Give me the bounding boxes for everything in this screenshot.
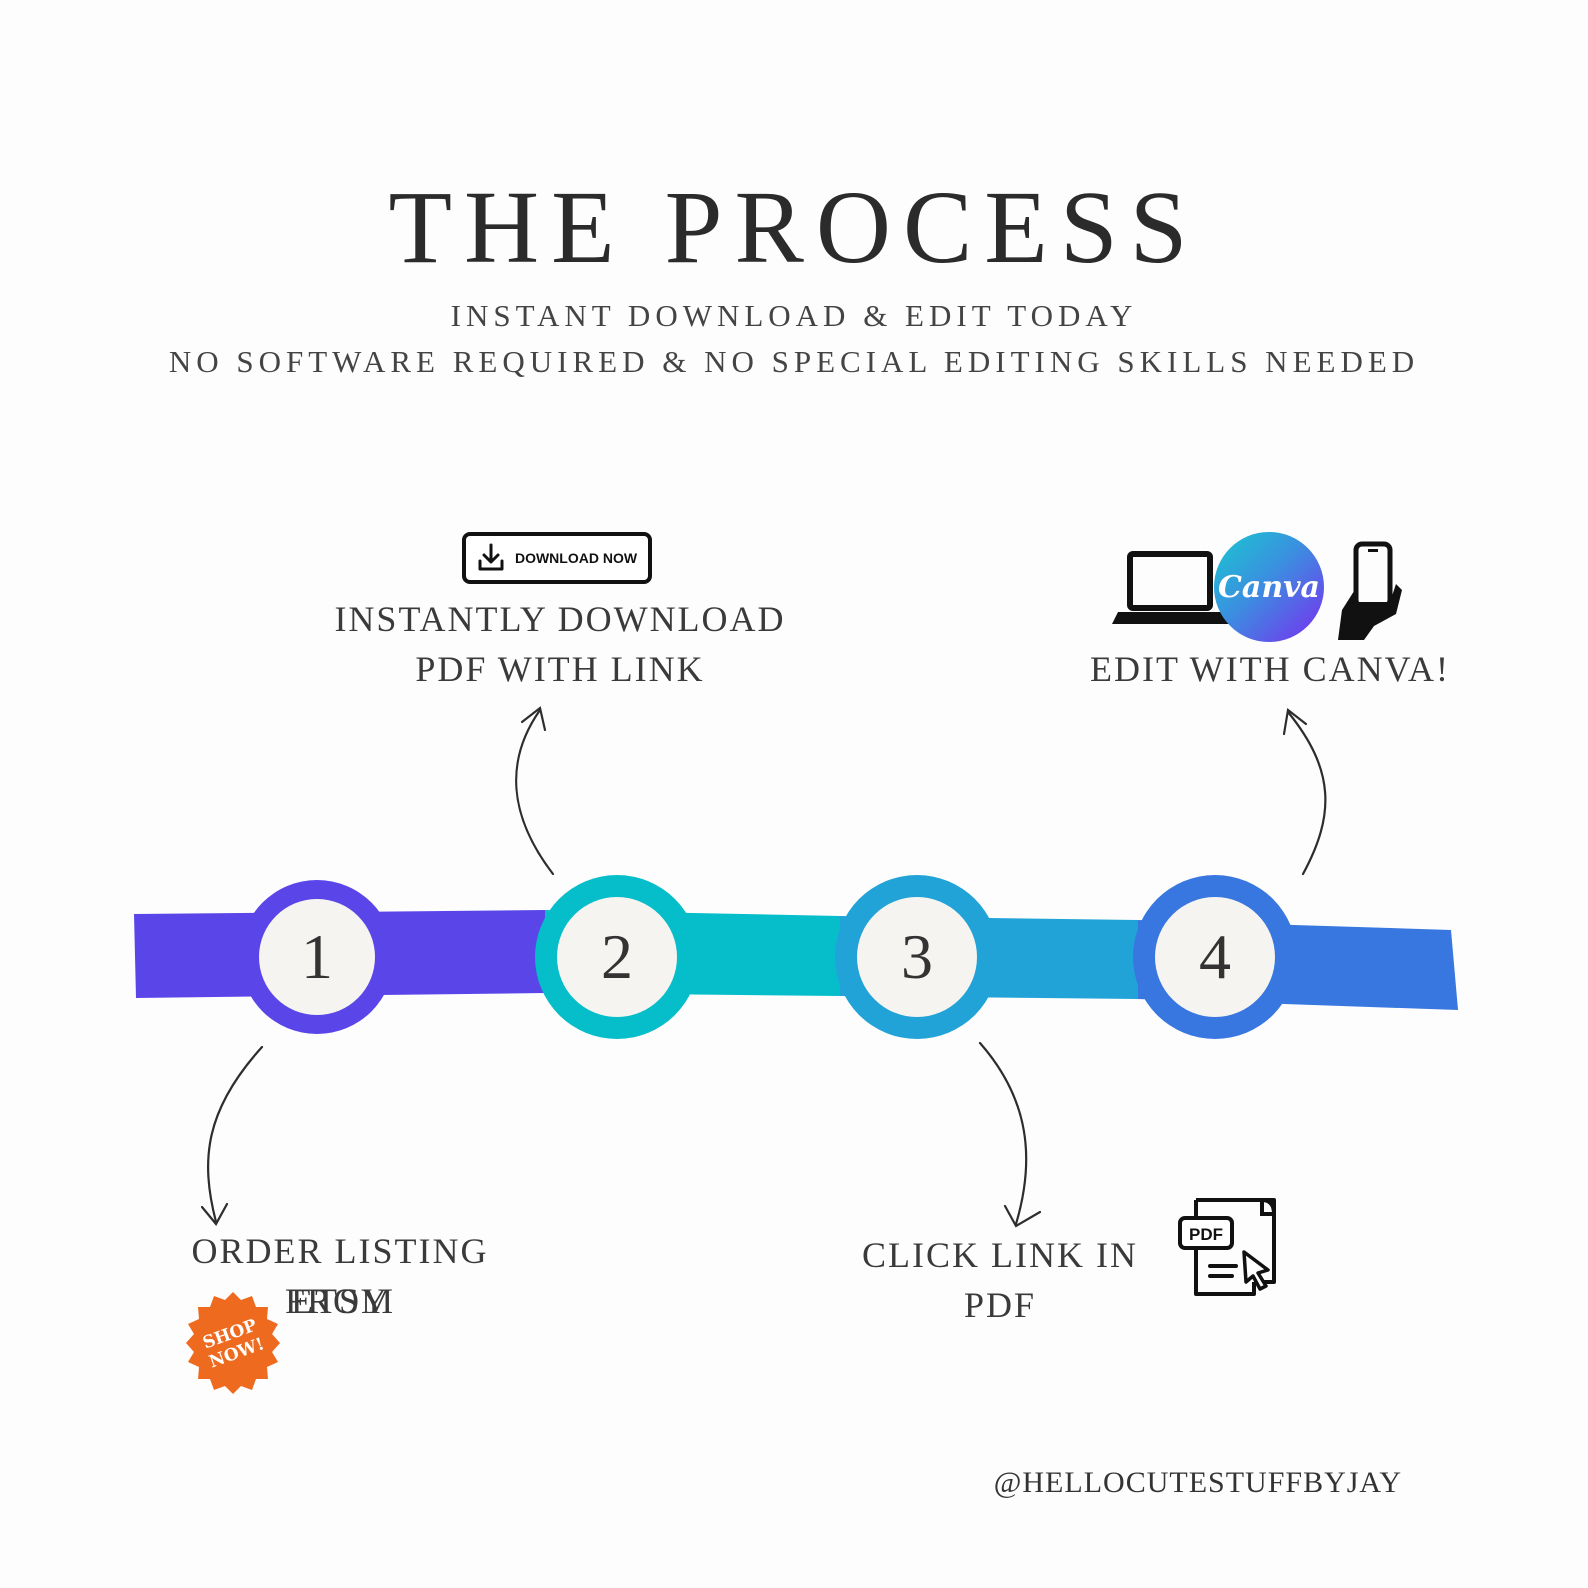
step-2-label-line-2: PDF WITH LINK xyxy=(415,649,705,689)
step-4-label: EDIT WITH CANVA! xyxy=(1090,649,1450,689)
step-3-number: 3 xyxy=(901,921,933,992)
download-now-button-icon: DOWNLOAD NOW xyxy=(462,532,652,584)
step-1-number: 1 xyxy=(301,921,333,992)
step-1-circle xyxy=(240,880,394,1034)
arrow-step-1-down-head xyxy=(200,1202,229,1226)
hand-phone-icon xyxy=(1338,541,1402,640)
step-1-label-line-2: ETSY xyxy=(291,1281,389,1321)
laptop-icon xyxy=(1112,551,1230,624)
shop-now-badge-icon: SHOP NOW! xyxy=(186,1292,280,1394)
step-2-number: 2 xyxy=(601,921,633,992)
arrow-step-4-up-head xyxy=(1282,707,1308,736)
canva-logo-icon: Canva xyxy=(1214,532,1324,642)
pdf-icon-label: PDF xyxy=(1189,1225,1223,1244)
arrow-step-4-up xyxy=(1286,710,1327,876)
canva-logo-text: Canva xyxy=(1218,569,1320,605)
page-title: THE PROCESS xyxy=(388,170,1200,285)
step-2-circle xyxy=(535,875,699,1039)
pdf-click-icon: PDF xyxy=(1178,1197,1277,1296)
arrow-step-3-down-head xyxy=(1003,1204,1042,1228)
step-3-label: CLICK LINK IN PDF xyxy=(862,1235,1138,1325)
subtitle-line-2: NO SOFTWARE REQUIRED & NO SPECIAL EDITIN… xyxy=(168,344,1420,379)
step-1-label-line-1: ORDER LISTING FROM xyxy=(191,1231,489,1321)
arrow-step-1-down xyxy=(207,1045,264,1224)
download-now-label: DOWNLOAD NOW xyxy=(514,550,638,566)
step-3-circle xyxy=(835,875,999,1039)
arrow-step-3-down xyxy=(978,1041,1028,1226)
step-2-label-line-1: INSTANTLY DOWNLOAD xyxy=(334,599,786,639)
step-4-circle xyxy=(1133,875,1297,1039)
download-arrow-icon xyxy=(478,543,504,571)
step-4-number: 4 xyxy=(1199,921,1231,992)
subtitle-line-1: INSTANT DOWNLOAD & EDIT TODAY xyxy=(450,298,1138,333)
arrow-step-2-up xyxy=(515,708,555,876)
arrow-step-2-up-head xyxy=(520,706,547,732)
social-handle: @HELLOCUTESTUFFBYJAY xyxy=(993,1466,1402,1499)
